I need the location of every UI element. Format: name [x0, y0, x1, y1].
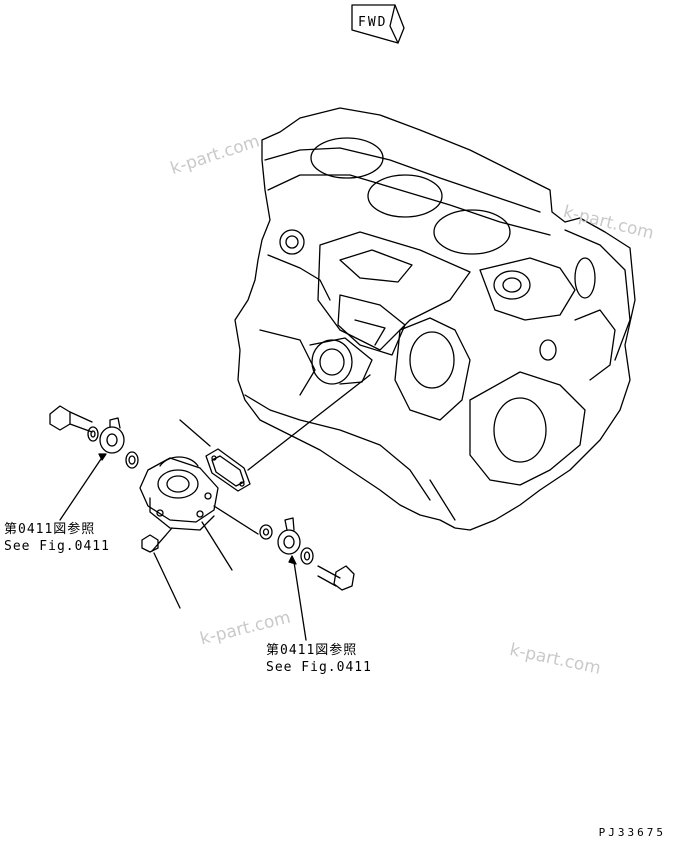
bolt-callout-line [153, 552, 181, 609]
housing-to-washer-line [213, 505, 259, 535]
gasket-leader-line [247, 374, 371, 471]
cylinder-block [234, 107, 636, 531]
ref-left-jp: 第0411図参照 [4, 522, 96, 537]
fwd-label: FWD [358, 15, 387, 30]
banjo-assembly-left [49, 405, 139, 521]
fwd-arrow-icon: FWD [351, 4, 405, 44]
gasket [205, 448, 251, 492]
ref-leader-right [293, 561, 307, 641]
housing-bolt [141, 527, 173, 553]
housing-callout-line [201, 521, 233, 571]
gasket-callout-line [179, 419, 211, 447]
ref-right-jp: 第0411図参照 [266, 643, 358, 658]
ref-left-en: See Fig.0411 [4, 539, 110, 554]
ref-right-en: See Fig.0411 [266, 660, 372, 675]
ref-leader-left [59, 455, 104, 521]
thermostat-housing [139, 456, 219, 531]
banjo-assembly-right [259, 517, 355, 641]
drawing-code: PJ33675 [598, 826, 666, 839]
